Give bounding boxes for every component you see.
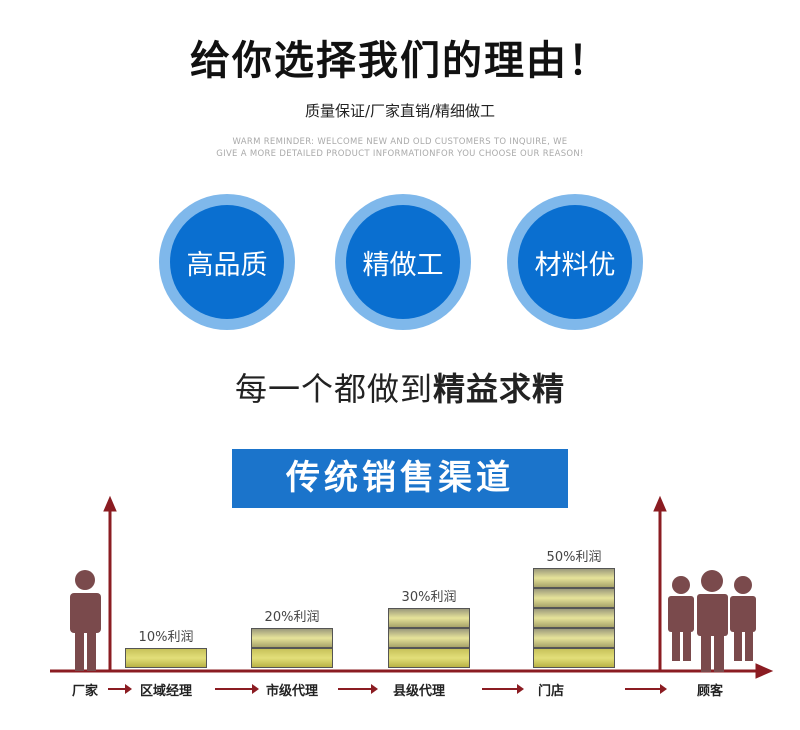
profit-stack — [388, 608, 470, 668]
stack-layer — [125, 648, 207, 668]
arrow-icon — [338, 684, 378, 694]
arrow-icon — [625, 684, 667, 694]
circle-workmanship: 精做工 — [335, 194, 471, 330]
subtitle: 质量保证/厂家直销/精细做工 — [304, 102, 496, 120]
profit-label: 10%利润 — [138, 630, 194, 645]
slogan: 每一个都做到精益求精 — [0, 364, 800, 410]
channel-axes — [50, 495, 774, 679]
circle-quality: 高品质 — [159, 194, 295, 330]
stack-layer — [388, 648, 470, 668]
profit-stack — [125, 648, 207, 668]
arrow-icon — [482, 684, 524, 694]
stack-layer — [251, 628, 333, 648]
stack-layer — [251, 648, 333, 668]
stack-layer — [533, 628, 615, 648]
slogan-bold: 精益求精 — [433, 370, 566, 408]
arrow-icon — [108, 684, 132, 694]
arrow-icon — [215, 684, 259, 694]
profit-label: 20%利润 — [264, 610, 320, 625]
left-axis-arrow-icon — [103, 495, 117, 512]
profit-stack — [251, 628, 333, 668]
profit-stack — [533, 568, 615, 668]
customers-group-icon — [668, 570, 756, 672]
stack-layer — [388, 608, 470, 628]
node-city-agent: 市级代理 — [266, 684, 319, 699]
slogan-normal: 每一个都做到 — [234, 370, 433, 408]
circle-label: 精做工 — [346, 205, 460, 319]
profit-label: 30%利润 — [401, 590, 457, 605]
english-line-1: WARM REMINDER: WELCOME NEW AND OLD CUSTO… — [232, 137, 568, 147]
stack-layer — [533, 588, 615, 608]
node-store: 门店 — [538, 684, 565, 699]
right-axis-arrow-icon — [653, 495, 667, 512]
node-factory: 厂家 — [72, 684, 99, 699]
stack-layer — [533, 568, 615, 588]
horizontal-axis-arrow-icon — [755, 663, 774, 679]
page-title: 给你选择我们的理由！ — [190, 37, 610, 84]
circle-label: 材料优 — [518, 205, 632, 319]
stack-layer — [388, 628, 470, 648]
circle-label: 高品质 — [170, 205, 284, 319]
node-county-agent: 县级代理 — [393, 684, 446, 699]
english-line-2: GIVE A MORE DETAILED PRODUCT INFORMATION… — [216, 149, 584, 159]
circle-material: 材料优 — [507, 194, 643, 330]
stack-layer — [533, 648, 615, 668]
stack-layer — [533, 608, 615, 628]
channel-banner: 传统销售渠道 — [232, 449, 568, 508]
node-regional-manager: 区域经理 — [140, 684, 193, 699]
factory-person-icon — [70, 570, 101, 671]
profit-label: 50%利润 — [546, 550, 602, 565]
node-customer: 顾客 — [697, 684, 724, 699]
